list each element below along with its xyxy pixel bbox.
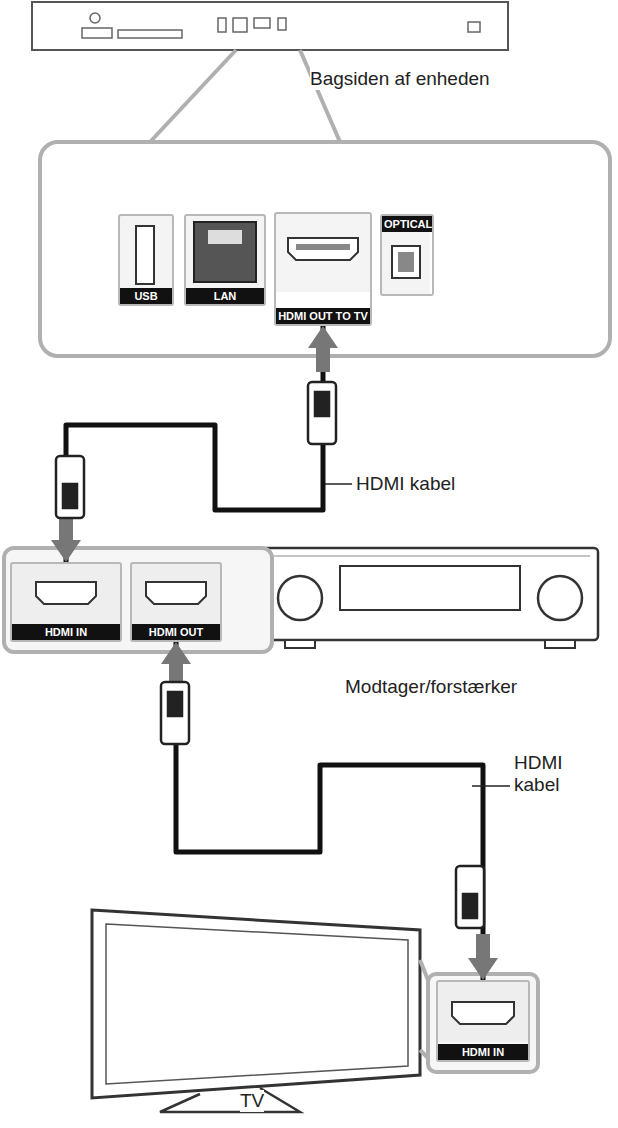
- hdmi-cable: [66, 326, 323, 562]
- receiver-port-faces: [12, 564, 220, 624]
- device-rear: [32, 2, 508, 50]
- hdmi-plugs: [56, 382, 484, 928]
- receiver: [262, 548, 598, 648]
- port-label: OPTICAL: [382, 216, 432, 232]
- port-label: LAN: [186, 288, 264, 304]
- port-label: HDMI IN: [438, 1044, 528, 1060]
- leader-line: [325, 483, 352, 485]
- text-label: TV: [240, 1090, 264, 1112]
- receiver-port-panel: [4, 548, 272, 652]
- tv-port-face: [438, 982, 528, 1042]
- port-box: HDMI OUT: [130, 562, 222, 642]
- leader-line: [472, 785, 510, 787]
- port-box: LAN: [184, 214, 266, 306]
- tv: [92, 910, 430, 1112]
- zoom-panel: [40, 142, 610, 356]
- port-box: HDMI IN: [436, 980, 530, 1062]
- port-label: HDMI OUT: [132, 624, 220, 640]
- text-label: Bagsiden af enheden: [310, 68, 490, 90]
- port-box: USB: [118, 214, 174, 306]
- port-label: USB: [120, 288, 172, 304]
- port-label: HDMI IN: [12, 624, 120, 640]
- port-box: HDMI IN: [10, 562, 122, 642]
- port-box: HDMI OUT TO TV: [274, 212, 372, 326]
- port-label: HDMI OUT TO TV: [276, 308, 370, 324]
- tv-port-panel: [428, 974, 538, 1072]
- port-box: OPTICAL: [380, 214, 434, 296]
- text-label: HDMI kabel: [514, 752, 576, 796]
- text-label: Modtager/forstærker: [345, 676, 517, 698]
- device-details: [82, 13, 480, 38]
- text-label: HDMI kabel: [356, 473, 455, 495]
